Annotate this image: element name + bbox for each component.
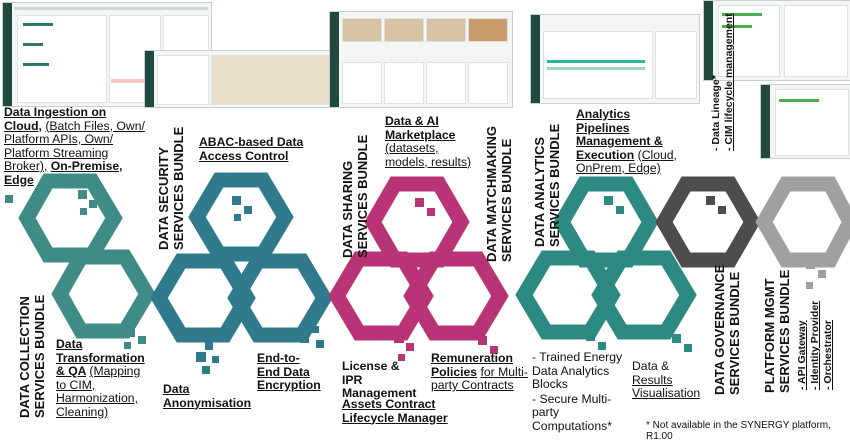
platform-item-identity-provider: - Identity Provider bbox=[809, 300, 821, 390]
label-remuneration: Remuneration Policies for Multi-party Co… bbox=[431, 351, 529, 393]
collection-hexagons bbox=[18, 173, 156, 339]
bundle-title-collection: DATA COLLECTION SERVICES BUNDLE bbox=[17, 294, 47, 418]
encryption-text: End-to-End Data Encryption bbox=[257, 351, 321, 392]
hexagon-diagram bbox=[5, 172, 850, 374]
screenshot-lineage bbox=[703, 0, 850, 81]
label-encryption: End-to-End Data Encryption bbox=[257, 351, 321, 393]
remuneration-title: Remuneration Policies bbox=[431, 351, 513, 379]
pipelines-title: Analytics Pipelines Management & Executi… bbox=[576, 107, 663, 162]
screenshot-platform bbox=[760, 84, 850, 159]
label-trained-blocks: - Trained Energy Data Analytics Blocks -… bbox=[532, 350, 628, 433]
analytics-squares bbox=[586, 196, 692, 352]
trained-blocks-text: - Trained Energy Data Analytics Blocks bbox=[532, 350, 623, 391]
governance-lineage-list: - Data Lineage* - CIM lifecycle manageme… bbox=[710, 13, 736, 151]
sharing-hexagons bbox=[328, 176, 509, 341]
label-data-ingestion: Data Ingestion on Cloud, (Batch Files, O… bbox=[4, 105, 146, 187]
label-contract: Assets Contract Lifecycle Manager bbox=[342, 397, 452, 425]
platform-items-list: - API Gateway - Identity Provider - Orch… bbox=[796, 301, 835, 390]
cim-lifecycle-item: - CIM lifecycle management bbox=[723, 13, 735, 151]
label-anonymisation: Data Anonymisation bbox=[163, 382, 251, 410]
bundle-title-security: DATA SECURITY SERVICES BUNDLE bbox=[156, 126, 186, 250]
footnote: * Not available in the SYNERGY platform,… bbox=[646, 420, 831, 442]
bundle-title-matchmaking: DATA MATCHMAKING SERVICES BUNDLE bbox=[484, 126, 514, 262]
transformation-detail: (Mapping to CIM, Harmonization, Cleaning… bbox=[56, 364, 141, 419]
analytics-hexagons bbox=[515, 176, 697, 340]
bundle-title-sharing: DATA SHARING SERVICES BUNDLE bbox=[340, 134, 370, 258]
platform-item-orchestrator: - Orchestrator bbox=[822, 319, 834, 390]
label-pipelines: Analytics Pipelines Management & Executi… bbox=[576, 107, 682, 176]
license-text: License & IPR Management bbox=[342, 359, 417, 400]
bundle-title-platform: PLATFORM MGMT SERVICES BUNDLE bbox=[762, 269, 792, 393]
bundle-title-governance: DATA GOVERNANCE SERVICES BUNDLE bbox=[712, 264, 742, 395]
governance-hexagon bbox=[655, 176, 761, 268]
label-abac: ABAC-based Data Access Control bbox=[199, 135, 311, 163]
visualisation-prefix: Data & bbox=[632, 359, 670, 373]
marketplace-title: Data & AI Marketplace bbox=[385, 114, 456, 142]
secure-mpc-text: - Secure Multi-party Computations* bbox=[532, 391, 612, 433]
sharing-squares bbox=[394, 198, 498, 361]
security-hexagons bbox=[150, 172, 333, 343]
ingestion-title: Data Ingestion on Cloud, bbox=[4, 105, 107, 133]
transformation-title: Data Transformation & QA bbox=[56, 337, 145, 378]
marketplace-detail: (datasets, models, results) bbox=[385, 141, 472, 169]
label-transformation: Data Transformation & QA (Mapping to CIM… bbox=[56, 337, 152, 419]
platform-hexagon bbox=[755, 176, 850, 289]
ingestion-detail: (Batch Files, Own/ Platform APIs, Own/ P… bbox=[4, 118, 145, 173]
label-license: License & IPR Management bbox=[342, 359, 422, 401]
screenshot-marketplace bbox=[329, 11, 513, 108]
screenshot-data-ingestion bbox=[2, 2, 212, 107]
remuneration-detail: for Multi-party Contracts bbox=[431, 364, 528, 392]
visualisation-text: Results Visualisation bbox=[632, 372, 701, 400]
ingestion-tail: On-Premise, Edge bbox=[4, 159, 123, 187]
anonymisation-text: Data Anonymisation bbox=[163, 382, 252, 410]
collection-squares bbox=[5, 190, 146, 349]
pipelines-detail: (Cloud, OnPrem, Edge) bbox=[576, 147, 677, 175]
bundle-title-analytics: DATA ANALYTICS SERVICES BUNDLE bbox=[532, 123, 562, 247]
label-visualisation: Data & Results Visualisation bbox=[632, 359, 712, 401]
contract-text: Assets Contract Lifecycle Manager bbox=[342, 397, 448, 425]
lineage-item: - Data Lineage* bbox=[710, 75, 722, 151]
security-squares bbox=[193, 196, 324, 374]
abac-text: ABAC-based Data Access Control bbox=[199, 135, 304, 163]
label-marketplace: Data & AI Marketplace (datasets, models,… bbox=[385, 114, 483, 169]
platform-item-api-gateway: - API Gateway bbox=[796, 320, 808, 390]
screenshot-analytics bbox=[530, 14, 700, 104]
